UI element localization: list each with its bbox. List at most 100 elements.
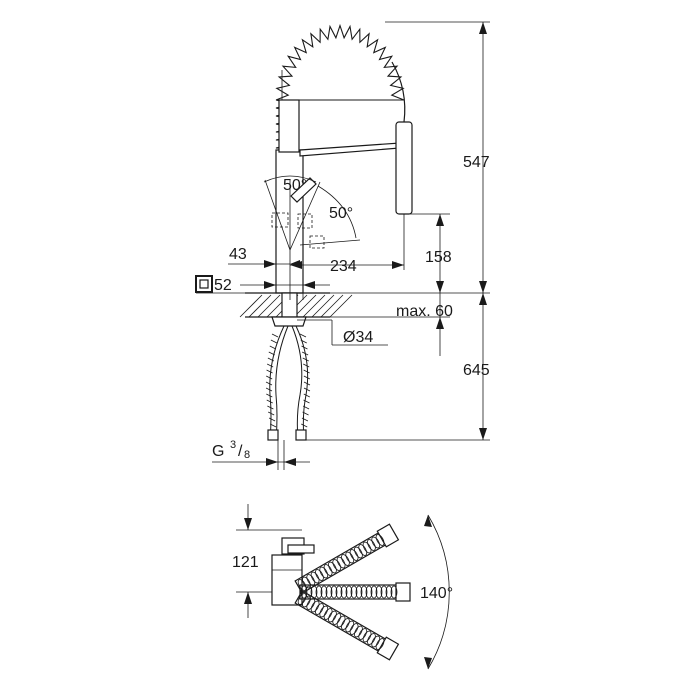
spout-coil-loop xyxy=(385,585,393,599)
hose-fitting-left xyxy=(267,429,279,441)
spout-coil-loop xyxy=(332,559,342,571)
spout-coil-loop xyxy=(365,585,373,599)
spout-coil-loop xyxy=(350,585,358,599)
spout-coil-loop xyxy=(325,585,333,599)
connection-numerator-label: 3 xyxy=(230,439,236,451)
hose-braid-tick xyxy=(302,411,309,416)
hose-braid-tick xyxy=(301,423,308,428)
spout-coil-loop xyxy=(315,569,324,581)
square-symbol-inner xyxy=(199,279,209,289)
hose-fitting-right xyxy=(295,429,307,441)
spout-coil-loop xyxy=(330,585,338,599)
deck-thickness-label: max. 60 xyxy=(396,303,453,320)
arrow-clearance-bottom xyxy=(244,592,252,604)
spout-body-outline xyxy=(299,584,401,600)
spout-head-outline xyxy=(376,523,400,548)
spray-head xyxy=(395,121,413,215)
lever-angle-side-label: 50° xyxy=(283,177,307,194)
swivel-angle-label: 140° xyxy=(420,585,453,602)
hose-braid-tick xyxy=(265,381,273,386)
mounting-shank xyxy=(281,292,298,318)
hose-braid-tick xyxy=(303,399,310,404)
hose-braid-tick xyxy=(303,369,310,374)
hose-braid-tick xyxy=(302,405,310,410)
spout-coil-loop xyxy=(390,585,398,599)
angle-arc-front xyxy=(317,185,357,239)
arrow-hose-top xyxy=(479,293,487,305)
connection-prefix-label: G xyxy=(212,443,224,460)
hose-braid-tick xyxy=(267,405,274,410)
arrow-swivel-top xyxy=(424,515,432,527)
deck-hatch-line xyxy=(248,294,272,318)
arrow-reach-right xyxy=(392,261,404,269)
hose-braid-tick xyxy=(266,375,273,380)
hose-braid-tick xyxy=(299,333,307,338)
spout-coil-loop xyxy=(297,579,307,591)
spout-coil-loop xyxy=(306,598,316,610)
spout-coil-loop xyxy=(355,585,363,599)
spout-coil-loop xyxy=(375,638,385,650)
connection-denominator-label: 8 xyxy=(244,449,250,461)
spout-coil-loop xyxy=(319,566,329,579)
angle-line-right xyxy=(289,181,321,251)
hose-braid-tick xyxy=(300,339,307,344)
deck-hatch-line xyxy=(329,294,353,318)
hose-braid-tick xyxy=(303,363,310,368)
lever-alt-position xyxy=(271,212,289,228)
spout-coil-loop xyxy=(341,554,350,566)
square-symbol-icon xyxy=(195,275,213,293)
arrow-total-bottom xyxy=(479,281,487,293)
hose-braid-tick xyxy=(302,357,309,362)
spout-coil-loop xyxy=(362,630,372,643)
arrow-deck-a xyxy=(436,317,444,329)
spout-coil-loop xyxy=(360,585,368,599)
total-height-label: 547 xyxy=(463,154,490,171)
spout-coil-loop xyxy=(328,610,337,623)
spout-coil-loop xyxy=(345,620,355,633)
hose-braid-tick xyxy=(271,333,279,338)
spout-coil-loop xyxy=(380,585,388,599)
hose-braid-tick xyxy=(267,357,275,362)
deck-hatch-line xyxy=(320,294,344,318)
spray-hose-top xyxy=(391,61,406,123)
hose-braid-tick xyxy=(303,381,311,386)
supply-hose-left xyxy=(269,325,285,441)
spout-coil-loop xyxy=(302,576,311,589)
deck-hatch-line xyxy=(257,294,281,318)
deck-hatch-line xyxy=(293,294,317,318)
spout-head-outline xyxy=(395,582,411,602)
arrow-offset-a xyxy=(264,260,276,268)
spout-body-outline xyxy=(294,590,390,654)
top-clearance-label: 121 xyxy=(232,554,259,571)
base-offset-label: 43 xyxy=(229,246,247,263)
hose-length-label: 645 xyxy=(463,362,490,379)
spout-coil-loop xyxy=(349,549,359,561)
top-view: 121 140° xyxy=(232,504,453,670)
hole-diameter-label: Ø34 xyxy=(343,329,373,346)
spout-head-outline xyxy=(376,636,400,661)
spout-coil-loop xyxy=(371,536,381,549)
spout-coil-loop xyxy=(370,585,378,599)
hose-braid-tick xyxy=(268,351,275,356)
spout-coil-loop xyxy=(367,633,376,645)
spout-coil-loop xyxy=(323,564,333,576)
spout-coil-loop xyxy=(340,585,348,599)
spout-position-center xyxy=(299,582,411,602)
hose-braid-tick xyxy=(270,339,278,344)
spring-coil xyxy=(275,23,405,153)
spout-coil-loop xyxy=(362,541,372,554)
lever-cartridge xyxy=(297,213,313,229)
hose-braid-tick xyxy=(301,417,309,422)
spout-position-lower xyxy=(294,590,400,661)
angle-line-left xyxy=(264,179,291,251)
angle-line-front-a xyxy=(299,239,361,246)
spout-coil-loop xyxy=(358,628,368,640)
hose-braid-tick xyxy=(266,369,273,374)
spout-coil-loop xyxy=(335,585,343,599)
supply-hose-left-edge xyxy=(275,325,289,441)
spout-coil-loop xyxy=(302,595,311,608)
spout-coil-loop xyxy=(345,585,353,599)
top-lever-cap xyxy=(287,544,315,554)
spout-position-upper xyxy=(294,523,400,594)
